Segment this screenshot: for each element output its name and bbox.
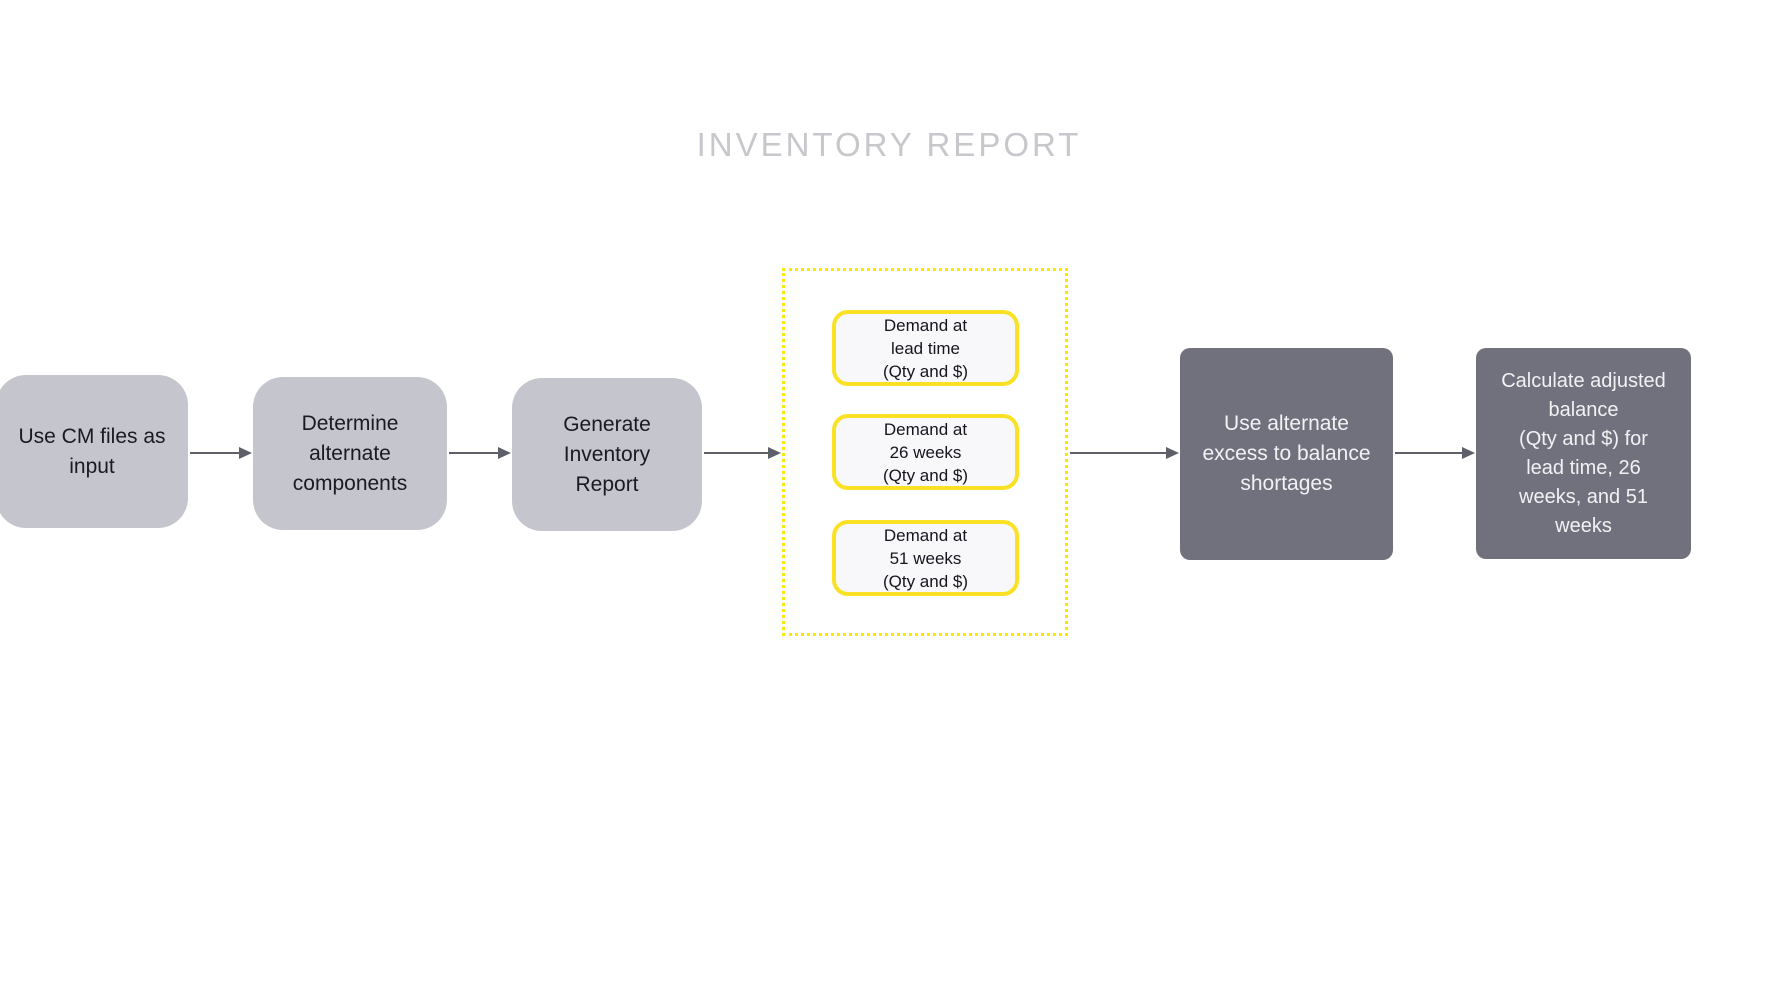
step-label: Determine alternate components bbox=[292, 411, 408, 495]
step-label: Generate Inventory Report bbox=[563, 412, 651, 496]
step-use-cm-files: Use CM files as input bbox=[0, 375, 188, 528]
demand-51-weeks-box: Demand at 51 weeks (Qty and $) bbox=[832, 520, 1019, 596]
arrow-right-icon bbox=[1070, 446, 1179, 460]
demand-label: Demand at lead time (Qty and $) bbox=[882, 315, 969, 381]
arrow-right-icon bbox=[1395, 446, 1475, 460]
arrowhead-icon bbox=[239, 447, 252, 459]
step-label: Use alternate excess to balance shortage… bbox=[1202, 412, 1371, 495]
demand-lead-time-box: Demand at lead time (Qty and $) bbox=[832, 310, 1019, 386]
demand-label: Demand at 26 weeks (Qty and $) bbox=[882, 419, 969, 485]
arrow-shaft bbox=[449, 452, 498, 454]
arrow-right-icon bbox=[449, 446, 511, 460]
arrowhead-icon bbox=[498, 447, 511, 459]
arrow-right-icon bbox=[190, 446, 252, 460]
demand-26-weeks-box: Demand at 26 weeks (Qty and $) bbox=[832, 414, 1019, 490]
step-label: Use CM files as input bbox=[18, 424, 166, 478]
arrow-shaft bbox=[190, 452, 239, 454]
arrowhead-icon bbox=[1166, 447, 1179, 459]
demand-group-container: Demand at lead time (Qty and $) Demand a… bbox=[782, 268, 1068, 636]
step-generate-report: Generate Inventory Report bbox=[512, 378, 702, 531]
demand-label: Demand at 51 weeks (Qty and $) bbox=[882, 525, 969, 591]
step-calculate-adjusted-balance: Calculate adjusted balance (Qty and $) f… bbox=[1476, 348, 1691, 559]
arrow-right-icon bbox=[704, 446, 781, 460]
arrowhead-icon bbox=[1462, 447, 1475, 459]
page-title: INVENTORY REPORT bbox=[696, 126, 1082, 163]
step-label: Calculate adjusted balance (Qty and $) f… bbox=[1501, 369, 1666, 537]
step-balance-shortages: Use alternate excess to balance shortage… bbox=[1180, 348, 1393, 560]
arrowhead-icon bbox=[768, 447, 781, 459]
step-determine-alternates: Determine alternate components bbox=[253, 377, 447, 530]
arrow-shaft bbox=[704, 452, 768, 454]
arrow-shaft bbox=[1395, 452, 1462, 454]
arrow-shaft bbox=[1070, 452, 1166, 454]
